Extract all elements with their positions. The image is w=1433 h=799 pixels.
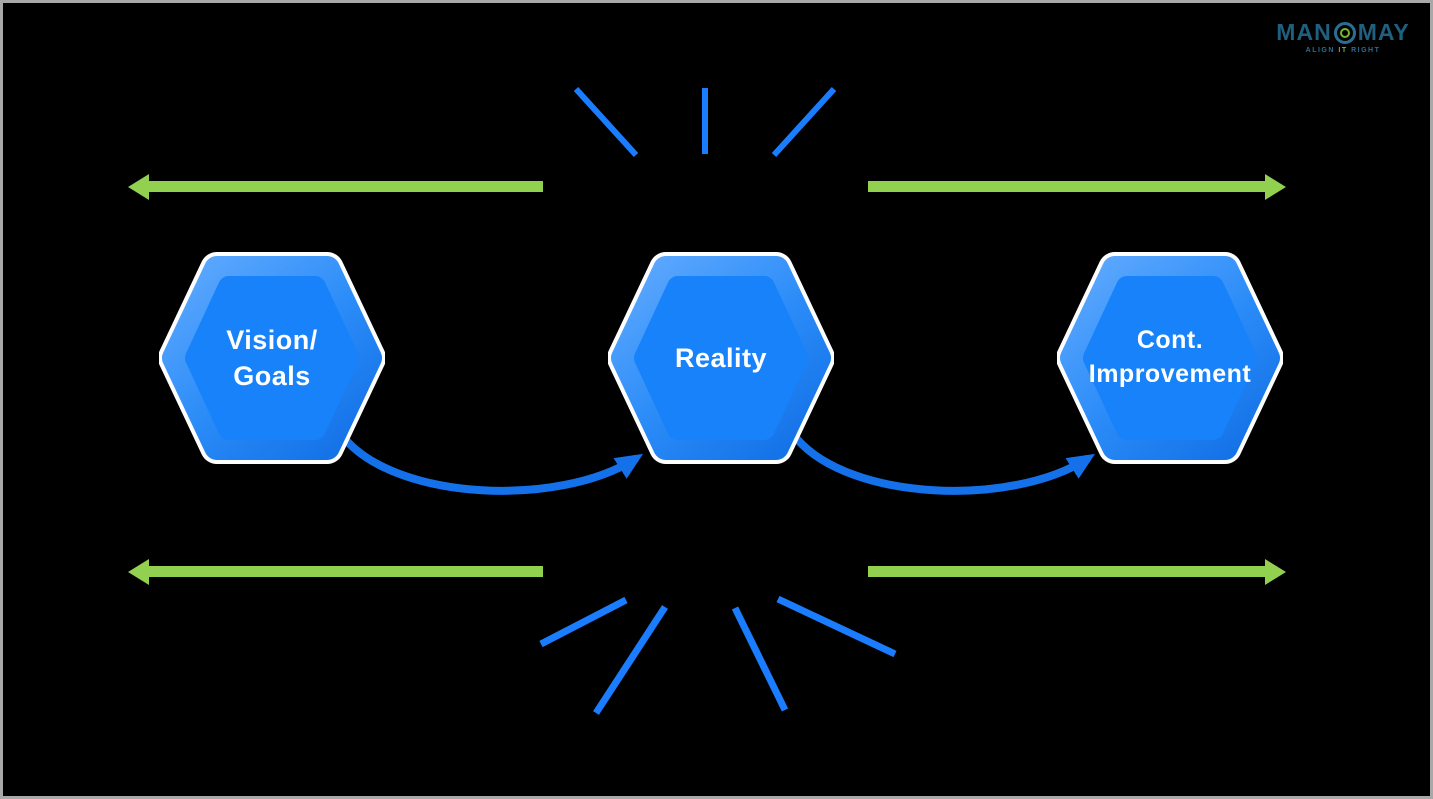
hexagon-body [185, 276, 359, 440]
arrowhead-right-icon [1265, 558, 1286, 585]
green-arrow-top-right [868, 173, 1286, 200]
curved-arrow-vision-to-reality [341, 435, 644, 495]
target-icon [1333, 21, 1356, 44]
top-burst-rays [573, 86, 837, 158]
logo-tagline: ALIGN IT RIGHT [1306, 47, 1381, 54]
green-arrow-bottom-right [868, 558, 1286, 585]
bottom-burst-rays [539, 595, 897, 715]
hexagon-cont-improvement: Cont. Improvement [1057, 251, 1283, 465]
burst-ray [539, 596, 628, 648]
tagline-word-1: ALIGN [1305, 47, 1335, 54]
hexagon-label: Reality [608, 251, 834, 465]
hexagon-body [1083, 276, 1257, 440]
burst-ray [771, 86, 837, 158]
label-line-1: Vision/ [226, 324, 318, 355]
label-line-2: Goals [233, 361, 311, 391]
burst-ray [573, 86, 639, 158]
hexagon-label: Cont. Improvement [1057, 251, 1283, 465]
tagline-word-2: IT [1338, 47, 1348, 54]
green-arrow-top-left [128, 173, 543, 200]
hexagon-body [634, 276, 808, 440]
hexagon-label: Vision/ Goals [159, 251, 385, 465]
tagline-word-3: RIGHT [1351, 47, 1381, 54]
arrowhead-right-icon [1265, 173, 1286, 200]
hexagon-reality: Reality [608, 251, 834, 465]
label-line-1: Cont. [1136, 326, 1204, 355]
arrowhead-left-icon [128, 173, 149, 200]
label-line-1: Reality [674, 342, 768, 373]
label-line-2: Improvement [1088, 360, 1252, 388]
hexagon-shape [1057, 252, 1283, 464]
hexagon-shape [608, 252, 834, 464]
curved-arrow-reality-to-improvement [793, 435, 1096, 495]
manomay-logo: MAN MAY ALIGN IT RIGHT [1268, 19, 1418, 54]
hexagon-vision-goals: Vision/ Goals [159, 251, 385, 465]
logo-wordmark: MAN MAY [1276, 19, 1409, 46]
green-arrow-bottom-left [128, 558, 543, 585]
burst-ray [731, 606, 789, 712]
logo-text-pre: MAN [1276, 19, 1332, 45]
target-icon-center [1339, 27, 1350, 38]
hexagon-shape [159, 252, 385, 464]
burst-ray [593, 605, 668, 715]
arrowhead-left-icon [128, 558, 149, 585]
burst-ray [776, 595, 897, 658]
logo-text-post: MAY [1357, 19, 1410, 45]
